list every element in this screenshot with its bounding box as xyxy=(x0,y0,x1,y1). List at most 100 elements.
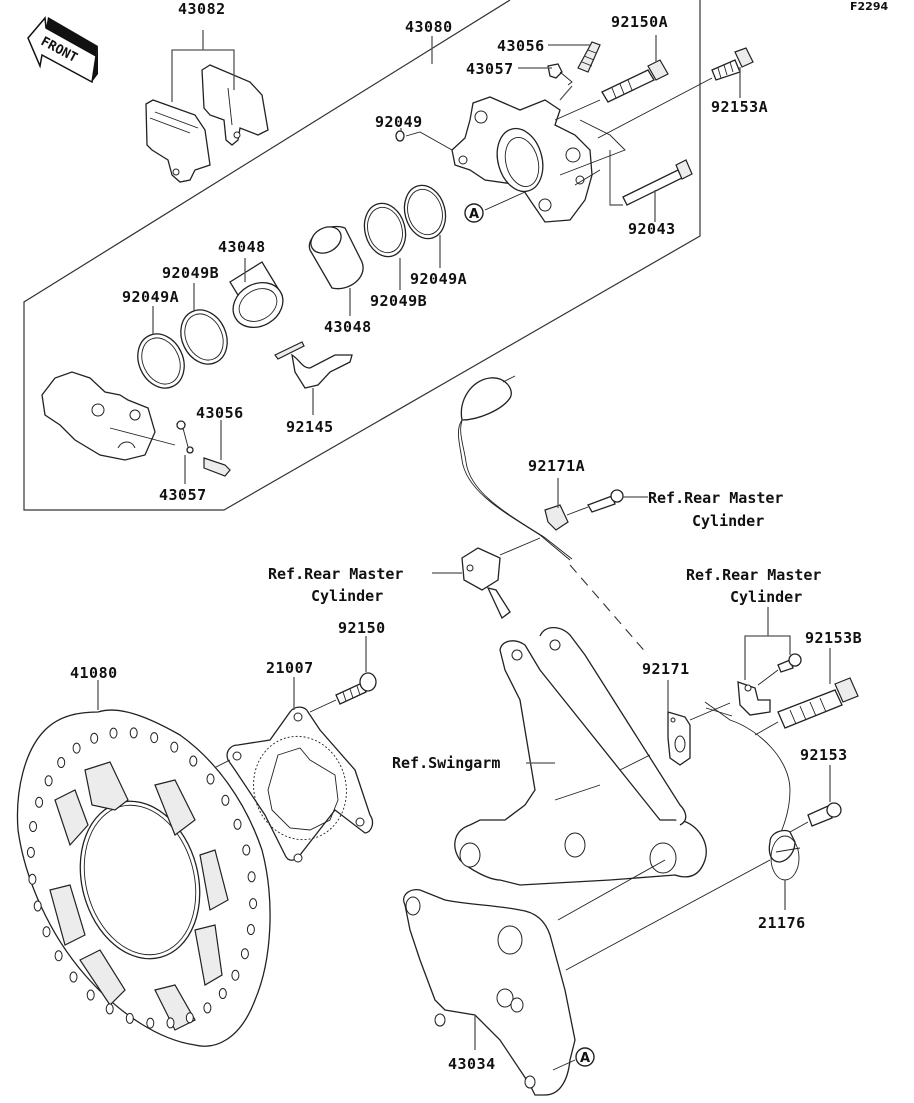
disc-vent-hole xyxy=(221,794,230,806)
piston-43048-left xyxy=(229,261,284,329)
disc-vent-hole xyxy=(86,989,95,1001)
disc-vent-hole xyxy=(26,846,35,858)
callout-a-bottom-text: A xyxy=(580,1051,590,1066)
bleed-valve-top xyxy=(577,41,601,73)
disc-vent-hole xyxy=(150,732,159,744)
pad-spring-92145 xyxy=(274,341,353,389)
seal-92049a-left xyxy=(137,333,185,389)
ref-leader-3 xyxy=(744,607,791,680)
disc-vent-hole xyxy=(33,900,42,912)
swingarm xyxy=(454,626,707,886)
callout-a-top xyxy=(464,203,484,223)
label-43082: 43082 xyxy=(178,0,226,18)
ref-rear-master-1-line1: Ref.Rear Master xyxy=(648,489,783,507)
caliper-bracket-43034 xyxy=(403,889,576,1096)
ref-rear-master-2-line1: Ref.Rear Master xyxy=(268,565,403,583)
seal-92049b-right xyxy=(363,202,407,258)
ref-rear-master-2-line2: Cylinder xyxy=(311,587,383,605)
label-43057-top: 43057 xyxy=(466,60,514,78)
disc-vent-hole xyxy=(129,727,138,739)
abs-sensor-connector xyxy=(460,375,516,421)
label-92171a: 92171A xyxy=(528,457,585,475)
disc-vent-hole xyxy=(29,821,38,832)
seal-92049a-right xyxy=(403,184,447,240)
routing-dashed-line xyxy=(569,564,649,656)
label-43057-bottom: 43057 xyxy=(159,486,207,504)
caliper-body-left xyxy=(41,371,156,461)
brake-disc-41080 xyxy=(16,709,271,1047)
ref-rear-master-3-line1: Ref.Rear Master xyxy=(686,566,821,584)
disc-vent-hole xyxy=(170,741,179,753)
label-21176: 21176 xyxy=(758,914,806,932)
label-92150a: 92150A xyxy=(611,13,668,31)
sensor-rotor-21007 xyxy=(226,706,374,863)
label-41080: 41080 xyxy=(70,664,118,682)
disc-vent-hole xyxy=(109,727,118,739)
label-92049a-left: 92049A xyxy=(122,288,179,306)
slide-pin-92150a xyxy=(601,59,669,103)
disc-vent-hole xyxy=(54,950,63,962)
abs-sensor-21176 xyxy=(768,829,801,881)
label-92171: 92171 xyxy=(642,660,690,678)
label-92049b-right: 92049B xyxy=(370,292,427,310)
label-92153a: 92153A xyxy=(711,98,768,116)
bolt-92171a xyxy=(587,489,624,513)
callout-a-bottom xyxy=(575,1047,595,1067)
bleed-valve-bottom xyxy=(203,457,231,477)
bolt-92153 xyxy=(807,802,842,827)
disc-vent-hole xyxy=(233,818,242,830)
piston-43048-right xyxy=(308,225,364,290)
bolt-rear-master xyxy=(777,653,802,673)
disc-vent-hole xyxy=(166,1017,175,1029)
disc-vent-hole xyxy=(246,924,255,935)
bolt-92153a xyxy=(711,47,754,81)
disc-vent-hole xyxy=(90,732,99,744)
label-92049b-left: 92049B xyxy=(162,264,219,282)
pin-92043 xyxy=(622,159,693,206)
clamp-92171 xyxy=(667,711,691,766)
front-arrow-icon: FRONT xyxy=(27,16,98,84)
bleed-cap-top-leader xyxy=(518,67,573,101)
oring-92049 xyxy=(395,130,405,142)
disc-vent-hole xyxy=(218,988,227,999)
seal-92049b-left xyxy=(180,309,228,365)
label-21007: 21007 xyxy=(266,659,314,677)
disc-vent-hole xyxy=(240,948,249,960)
ref-swingarm: Ref.Swingarm xyxy=(392,754,500,772)
ref-rear-master-1-line2: Cylinder xyxy=(692,512,764,530)
label-92153b: 92153B xyxy=(805,629,862,647)
label-43056-top: 43056 xyxy=(497,37,545,55)
disc-vent-hole xyxy=(105,1003,114,1015)
brake-pads xyxy=(145,64,269,183)
label-43048-left: 43048 xyxy=(218,238,266,256)
caliper-body xyxy=(451,96,593,223)
bolt-92150 xyxy=(335,672,377,705)
brake-pads-leader xyxy=(171,30,235,102)
disc-vent-hole xyxy=(247,871,256,883)
disc-vent-hole xyxy=(242,844,251,856)
caliper-assembly-frame xyxy=(23,0,701,511)
label-92049a-right: 92049A xyxy=(410,270,467,288)
label-43034: 43034 xyxy=(448,1055,496,1073)
disc-vent-hole xyxy=(72,742,81,754)
disc-vent-hole xyxy=(231,969,240,981)
bleed-cap-bottom xyxy=(176,420,194,454)
disc-vent-hole xyxy=(203,1002,212,1014)
clamp-92171a xyxy=(544,504,569,531)
label-92153: 92153 xyxy=(800,746,848,764)
disc-vent-hole xyxy=(189,755,198,767)
disc-vent-hole xyxy=(185,1012,194,1024)
label-43056-bottom: 43056 xyxy=(196,404,244,422)
label-92049: 92049 xyxy=(375,113,423,131)
figure-code: F2294 xyxy=(850,0,888,13)
disc-vent-hole xyxy=(146,1017,155,1029)
bolt-92153b xyxy=(777,677,859,729)
disc-vent-hole xyxy=(28,873,37,885)
callout-a-top-text: A xyxy=(469,207,479,222)
bracket-rear-master xyxy=(737,681,771,716)
disc-vent-hole xyxy=(57,757,66,768)
label-92043: 92043 xyxy=(628,220,676,238)
disc-vent-hole xyxy=(125,1012,134,1024)
disc-vent-hole xyxy=(69,971,78,983)
